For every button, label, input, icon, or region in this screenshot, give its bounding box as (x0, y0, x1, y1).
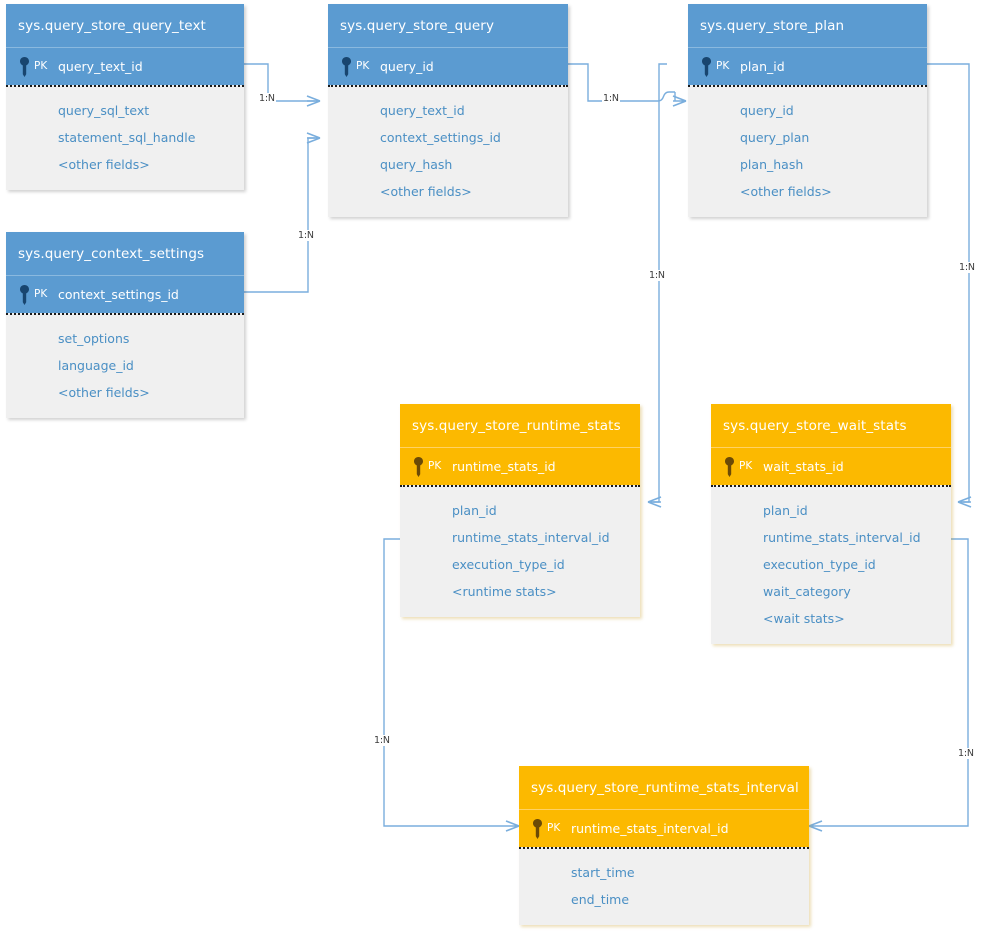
key-icon (414, 457, 423, 477)
entity-fields: query_text_id context_settings_id query_… (328, 85, 568, 217)
field-row: plan_id (763, 503, 808, 518)
entity-fields: query_sql_text statement_sql_handle <oth… (6, 85, 244, 190)
key-icon (725, 457, 734, 477)
entity-primary-key-row: PK query_text_id (6, 48, 244, 85)
entity-primary-key-row: PK context_settings_id (6, 276, 244, 313)
field-row: <other fields> (58, 157, 150, 172)
entity-fields: set_options language_id <other fields> (6, 313, 244, 418)
key-icon (20, 285, 29, 305)
field-row: plan_id (452, 503, 497, 518)
entity-primary-key-row: PK runtime_stats_interval_id (519, 810, 809, 847)
key-icon (20, 57, 29, 77)
field-row: plan_hash (740, 157, 804, 172)
pk-field-name: runtime_stats_id (452, 459, 556, 474)
cardinality-label-query-to-plan: 1:N (602, 93, 620, 104)
field-row: wait_category (763, 584, 851, 599)
field-row: <runtime stats> (452, 584, 557, 599)
field-row: <other fields> (740, 184, 832, 199)
pk-field-name: wait_stats_id (763, 459, 844, 474)
cardinality-label-plan-to-wait-stats: 1:N (958, 262, 976, 273)
pk-field-name: plan_id (740, 59, 785, 74)
field-row: query_plan (740, 130, 810, 145)
pk-field-name: query_text_id (58, 59, 143, 74)
entity-primary-key-row: PK wait_stats_id (711, 448, 951, 485)
field-row: runtime_stats_interval_id (452, 530, 610, 545)
pk-field-name: context_settings_id (58, 287, 179, 302)
entity-fields: plan_id runtime_stats_interval_id execut… (711, 485, 951, 644)
field-row: start_time (571, 865, 635, 880)
field-row: execution_type_id (452, 557, 565, 572)
field-row: end_time (571, 892, 630, 907)
field-row: runtime_stats_interval_id (763, 530, 921, 545)
connector-plan-to-runtime-stats (653, 63, 667, 503)
connector-query-to-plan (568, 63, 676, 102)
pk-badge: PK (428, 460, 442, 472)
field-row: statement_sql_handle (58, 130, 196, 145)
field-row: language_id (58, 358, 134, 373)
cardinality-label-interval-to-wait-stats: 1:N (957, 748, 975, 759)
field-row: query_text_id (380, 103, 465, 118)
connector-query-text-to-query (244, 63, 315, 102)
field-row: query_hash (380, 157, 453, 172)
entity-query-store-plan[interactable]: sys.query_store_plan PK plan_id query_id… (688, 4, 927, 217)
entity-fields: query_id query_plan plan_hash <other fie… (688, 85, 927, 217)
entity-title: sys.query_store_plan (688, 4, 927, 48)
pk-badge: PK (716, 60, 730, 72)
entity-fields: plan_id runtime_stats_interval_id execut… (400, 485, 640, 617)
cardinality-label-interval-to-runtime-stats: 1:N (373, 735, 391, 746)
field-row: <other fields> (380, 184, 472, 199)
entity-title: sys.query_context_settings (6, 232, 244, 276)
connector-context-settings-to-query (244, 137, 315, 293)
field-row: <other fields> (58, 385, 150, 400)
entity-query-store-wait-stats[interactable]: sys.query_store_wait_stats PK wait_stats… (711, 404, 951, 644)
entity-query-store-runtime-stats[interactable]: sys.query_store_runtime_stats PK runtime… (400, 404, 640, 617)
entity-query-store-query[interactable]: sys.query_store_query PK query_id query_… (328, 4, 568, 217)
cardinality-label-plan-to-runtime-stats: 1:N (648, 270, 666, 281)
entity-query-store-runtime-stats-interval[interactable]: sys.query_store_runtime_stats_interval P… (519, 766, 809, 925)
field-row: <wait stats> (763, 611, 845, 626)
field-row: query_sql_text (58, 103, 150, 118)
pk-badge: PK (34, 288, 48, 300)
field-row: context_settings_id (380, 130, 501, 145)
cardinality-label-query-text-to-query: 1:N (258, 93, 276, 104)
pk-badge: PK (356, 60, 370, 72)
entity-title: sys.query_store_query_text (6, 4, 244, 48)
pk-field-name: query_id (380, 59, 434, 74)
entity-primary-key-row: PK query_id (328, 48, 568, 85)
field-row: query_id (740, 103, 794, 118)
pk-badge: PK (739, 460, 753, 472)
entity-query-context-settings[interactable]: sys.query_context_settings PK context_se… (6, 232, 244, 418)
field-row: execution_type_id (763, 557, 876, 572)
key-icon (702, 57, 711, 77)
entity-primary-key-row: PK plan_id (688, 48, 927, 85)
pk-badge: PK (34, 60, 48, 72)
key-icon (342, 57, 351, 77)
entity-primary-key-row: PK runtime_stats_id (400, 448, 640, 485)
entity-title: sys.query_store_wait_stats (711, 404, 951, 448)
pk-badge: PK (547, 822, 561, 834)
cardinality-label-context-settings-to-query: 1:N (297, 230, 315, 241)
entity-fields: start_time end_time (519, 847, 809, 925)
key-icon (533, 819, 542, 839)
entity-title: sys.query_store_runtime_stats_interval (519, 766, 809, 810)
pk-field-name: runtime_stats_interval_id (571, 821, 729, 836)
field-row: set_options (58, 331, 130, 346)
entity-title: sys.query_store_runtime_stats (400, 404, 640, 448)
entity-query-store-query-text[interactable]: sys.query_store_query_text PK query_text… (6, 4, 244, 190)
entity-title: sys.query_store_query (328, 4, 568, 48)
